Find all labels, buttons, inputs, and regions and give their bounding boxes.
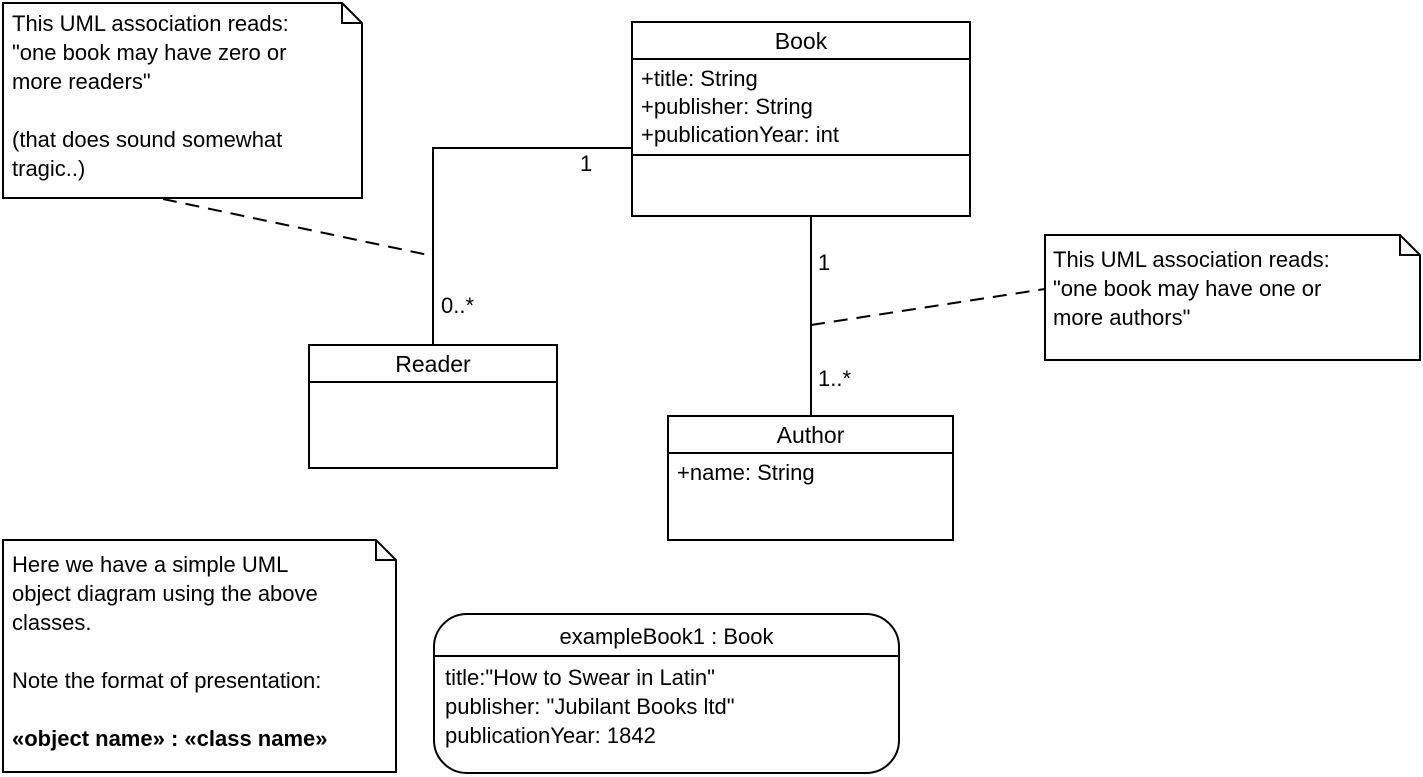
reader-note: This UML association reads: "one book ma… (12, 9, 289, 183)
object-attribute: publisher: "Jubilant Books ltd" (445, 694, 735, 719)
class-author-operations (669, 492, 952, 539)
class-reader-body (310, 383, 556, 467)
note-line: (that does sound somewhat (12, 127, 283, 152)
class-reader[interactable]: Reader (308, 344, 558, 469)
note-line: more authors" (1053, 305, 1191, 330)
class-book-operations (633, 156, 969, 215)
class-book[interactable]: Book +title: String +publisher: String +… (631, 21, 971, 217)
object-attribute: title:"How to Swear in Latin" (445, 665, 715, 690)
object-example-book[interactable]: exampleBook1 : Book title:"How to Swear … (433, 613, 900, 774)
note-line: object diagram using the above (12, 581, 318, 606)
class-author-attributes: +name: String (669, 454, 952, 492)
reader-note-shape (2, 2, 363, 199)
class-author-attribute: +name: String (677, 460, 815, 485)
object-note-shape (2, 539, 397, 773)
class-author[interactable]: Author +name: String (667, 415, 954, 541)
object-note: Here we have a simple UML object diagram… (12, 550, 328, 753)
note-line: tragic..) (12, 156, 86, 181)
class-book-attribute: +title: String (641, 66, 758, 91)
note-bold-line: «object name» : «class name» (12, 726, 328, 751)
multiplicity-book-reader-reader-end: 0..* (441, 293, 475, 318)
author-note: This UML association reads: "one book ma… (1053, 245, 1330, 332)
note-line: "one book may have one or (1053, 276, 1322, 301)
note-line: This UML association reads: (1053, 247, 1330, 272)
class-reader-name: Reader (310, 346, 556, 383)
reader-note-fold (341, 3, 362, 24)
class-book-attributes: +title: String +publisher: String +publi… (633, 60, 969, 156)
note-line: more readers" (12, 69, 151, 94)
author-note-fold (1399, 235, 1420, 256)
class-book-attribute: +publicationYear: int (641, 122, 839, 147)
object-attribute: publicationYear: 1842 (445, 723, 656, 748)
note-line: Note the format of presentation: (12, 668, 322, 693)
note-line: classes. (12, 610, 92, 635)
object-attributes: title:"How to Swear in Latin" publisher:… (435, 657, 898, 756)
note-blank-line (12, 695, 328, 724)
note-line: "one book may have zero or (12, 40, 287, 65)
author-note-shape (1044, 234, 1421, 361)
note-line: Here we have a simple UML (12, 552, 289, 577)
note-line: This UML association reads: (12, 11, 289, 36)
note-blank-line (12, 637, 328, 666)
note-blank-line (12, 96, 289, 125)
class-book-name: Book (633, 23, 969, 60)
object-title: exampleBook1 : Book (435, 615, 898, 657)
multiplicity-book-author-book-end: 1 (818, 250, 831, 275)
class-author-name: Author (669, 417, 952, 454)
object-note-fold (375, 540, 396, 561)
multiplicity-book-reader-book-end: 1 (580, 151, 593, 176)
multiplicity-book-author-author-end: 1..* (818, 366, 852, 391)
class-book-attribute: +publisher: String (641, 94, 813, 119)
author-note-anchor (810, 288, 1046, 326)
book-reader-association (432, 147, 631, 345)
reader-note-anchor (162, 198, 434, 257)
